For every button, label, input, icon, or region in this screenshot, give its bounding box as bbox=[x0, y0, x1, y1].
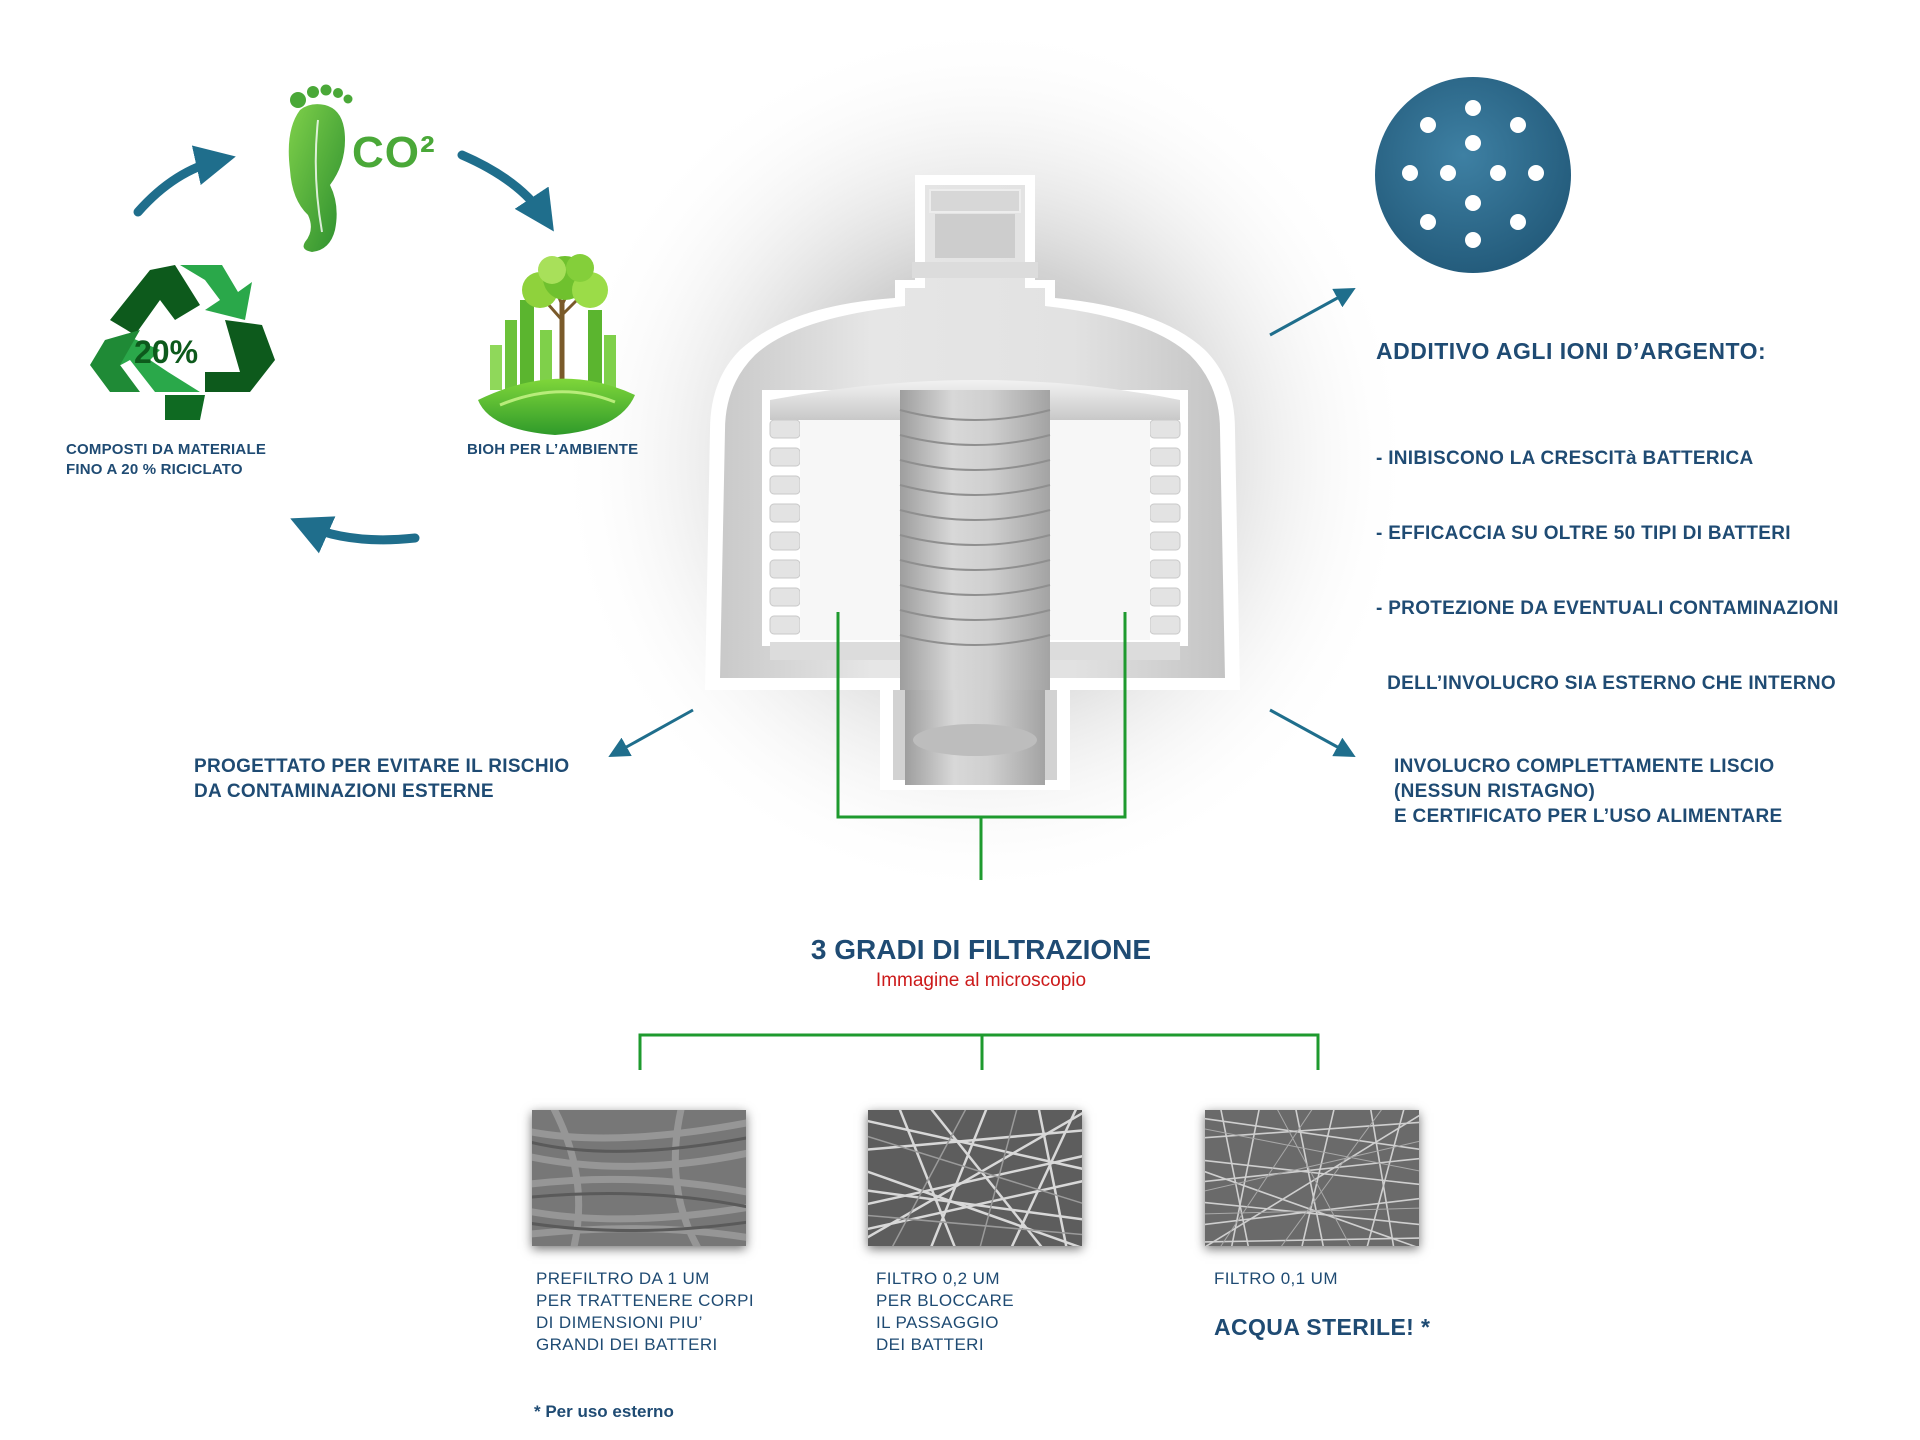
filtration-title: 3 GRADI DI FILTRAZIONE bbox=[810, 934, 1152, 965]
external-contamination-note: PROGETTATO PER EVITARE IL RISCHIO DA CON… bbox=[194, 756, 570, 802]
grades-bracket bbox=[638, 1033, 1320, 1070]
cycle-arrow-up bbox=[133, 145, 236, 217]
filter-cross-section bbox=[705, 175, 1240, 790]
footprint-co2-label: CO² bbox=[352, 128, 436, 177]
cycle-arrow-left bbox=[290, 516, 420, 554]
filtration-subtitle: Immagine al microscopio bbox=[875, 970, 1087, 991]
right-fins bbox=[1149, 419, 1181, 635]
list-item: DELL’INVOLUCRO SIA ESTERNO CHE INTERNO bbox=[1376, 673, 1836, 694]
microscope-image-filter-01 bbox=[1205, 1110, 1419, 1246]
recycle-icon bbox=[90, 265, 275, 420]
sterile-water-highlight: ACQUA STERILE! * bbox=[1214, 1314, 1431, 1340]
arrow-to-silver-disc bbox=[1269, 287, 1356, 337]
list-item: - PROTEZIONE DA EVENTUALI CONTAMINAZIONI bbox=[1376, 598, 1839, 619]
recycle-caption: COMPOSTI DA MATERIALE FINO A 20 % RICICL… bbox=[66, 441, 267, 478]
silver-additive-title: ADDITIVO AGLI IONI D’ARGENTO: bbox=[1376, 338, 1767, 364]
arrow-to-left-note bbox=[608, 708, 694, 758]
recycle-percent-label: 20% bbox=[134, 334, 199, 370]
silver-additive-list: - INIBISCONO LA CRESCITà BATTERICA - EFF… bbox=[1376, 396, 1839, 721]
environment-icon bbox=[478, 254, 635, 435]
list-item: - EFFICACCIA SU OLTRE 50 TIPI DI BATTERI bbox=[1376, 523, 1791, 544]
grade-caption-prefilter: PREFILTRO DA 1 UM PER TRATTENERE CORPI D… bbox=[536, 1269, 755, 1354]
environment-caption: BIOH PER L’AMBIENTE bbox=[467, 441, 639, 458]
grade-caption-filter-02: FILTRO 0,2 UM PER BLOCCARE IL PASSAGGIO … bbox=[876, 1269, 1015, 1354]
list-item: - INIBISCONO LA CRESCITà BATTERICA bbox=[1376, 448, 1754, 469]
core-ribs bbox=[899, 409, 1051, 646]
microscope-image-filter-02 bbox=[868, 1110, 1082, 1246]
filter-bracket bbox=[836, 612, 1127, 880]
footnote: * Per uso esterno bbox=[534, 1402, 674, 1421]
footprint-icon bbox=[288, 84, 353, 252]
smooth-casing-note: INVOLUCRO COMPLETTAMENTE LISCIO (NESSUN … bbox=[1394, 756, 1783, 827]
microscope-image-prefilter bbox=[532, 1110, 746, 1246]
left-fins bbox=[769, 419, 801, 635]
arrow-to-right-note bbox=[1269, 708, 1356, 758]
grade-caption-filter-01: FILTRO 0,1 UM bbox=[1214, 1269, 1338, 1288]
cycle-arrow-down bbox=[457, 150, 554, 232]
silver-ion-disc-icon bbox=[1375, 77, 1571, 273]
